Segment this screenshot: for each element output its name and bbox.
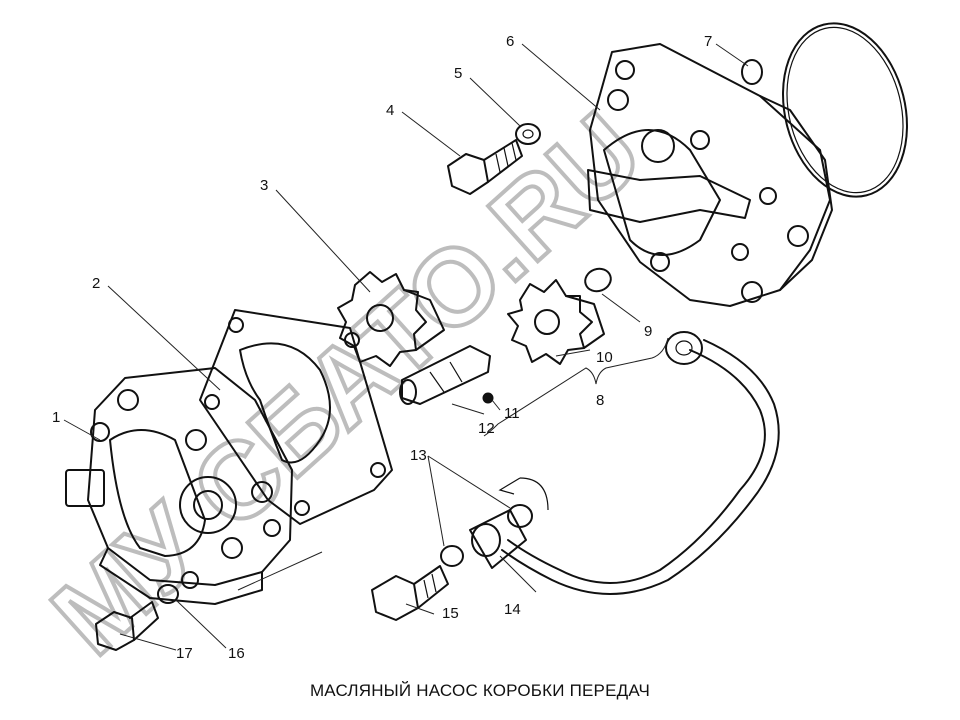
- callout-13: 13: [410, 447, 427, 464]
- part-13-seal-washers: [440, 504, 533, 567]
- part-12-shaft: [399, 345, 491, 405]
- callout-16: 16: [228, 645, 245, 662]
- part-1-pump-cover: [65, 367, 293, 605]
- callout-14: 14: [504, 601, 521, 618]
- callout-3: 3: [260, 177, 268, 194]
- part-7-o-ring: [741, 22, 908, 198]
- callout-11: 11: [504, 405, 520, 422]
- part-4-bolt: [447, 139, 523, 195]
- diagram-caption: МАСЛЯНЫЙ НАСОС КОРОБКИ ПЕРЕДАЧ: [309, 681, 651, 700]
- callout-9: 9: [644, 323, 652, 340]
- callout-10: 10: [596, 349, 613, 366]
- callout-4: 4: [386, 102, 394, 119]
- part-10-driven-gear: [507, 279, 605, 365]
- callout-8: 8: [596, 392, 604, 409]
- part-17-bolt: [95, 601, 159, 651]
- callout-12: 12: [478, 420, 495, 437]
- leader-lines: [63, 43, 749, 651]
- callout-6: 6: [506, 33, 514, 50]
- part-3-drive-gear: [337, 271, 445, 367]
- callout-17: 17: [176, 645, 193, 662]
- callout-1: 1: [52, 409, 60, 426]
- callout-numbers: 1 2 3 4 5 6 7 8 9 10 11 12 13 14 15 16 1…: [52, 33, 712, 662]
- callout-2: 2: [92, 275, 100, 292]
- callout-7: 7: [704, 33, 712, 50]
- watermark-text: МУ СБАТО.RU: [29, 89, 663, 677]
- part-11-ball: [482, 392, 494, 404]
- callout-15: 15: [442, 605, 459, 622]
- part-9-ring: [584, 267, 612, 293]
- part-2-gasket: [199, 309, 393, 525]
- part-16-washer: [157, 584, 179, 604]
- part-14-oil-tube: [469, 331, 780, 595]
- watermark: МУ СБАТО.RU: [27, 87, 665, 679]
- part-5-washer: [515, 123, 541, 145]
- part-6-pump-housing: [587, 43, 833, 307]
- part-15-banjo-bolt: [371, 565, 449, 621]
- callout-5: 5: [454, 65, 462, 82]
